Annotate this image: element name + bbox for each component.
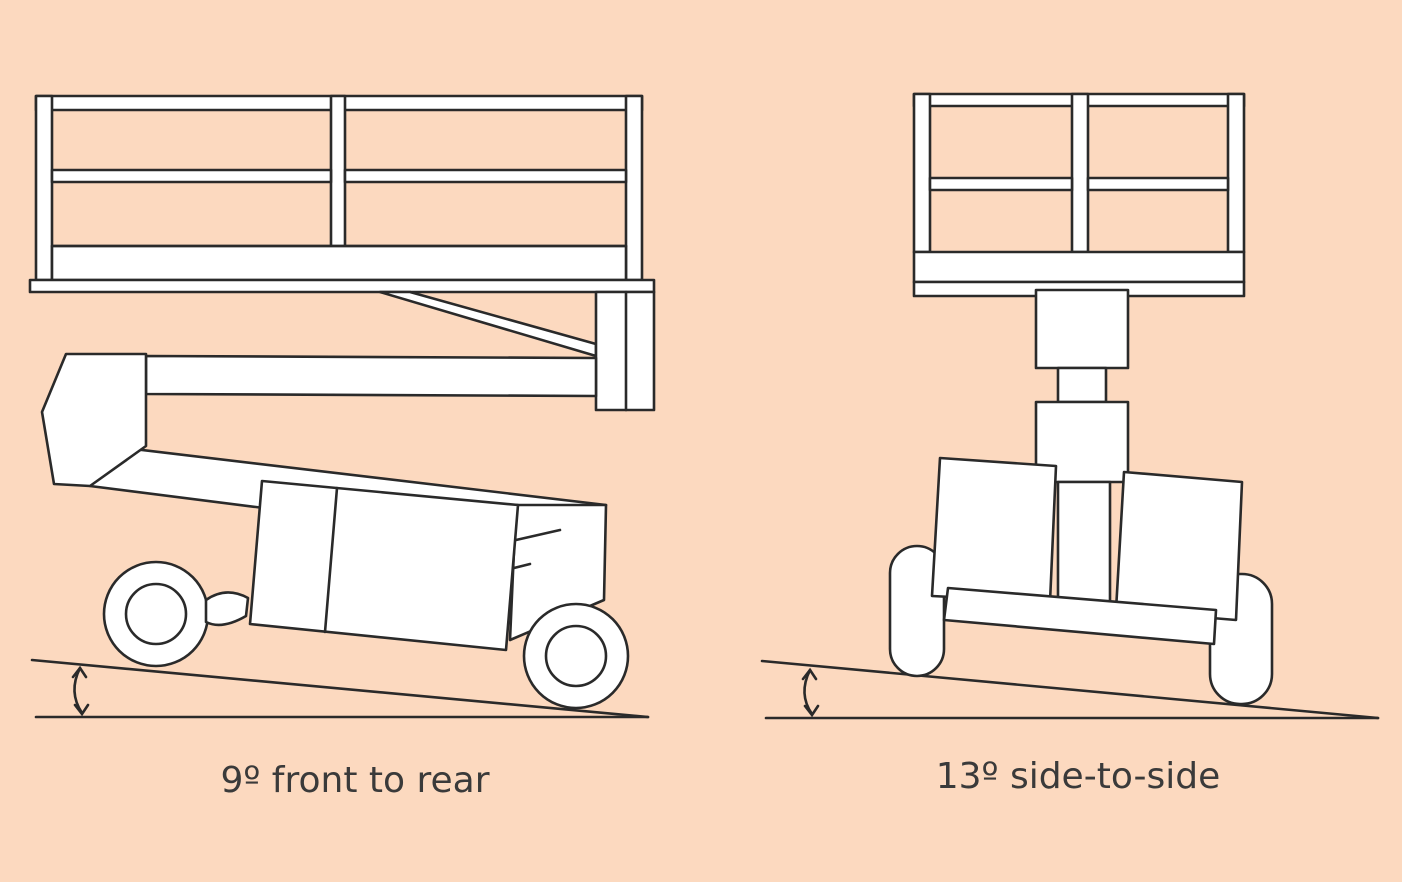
- caption-side-to-side: 13º side-to-side: [936, 756, 1221, 797]
- platform-rotator: [378, 290, 656, 412]
- slope-wedge-left: [30, 658, 650, 719]
- platform-basket-front: [912, 92, 1246, 298]
- side-view-figure: 9º front to rear: [28, 94, 656, 801]
- boom-knuckle: [40, 352, 148, 488]
- boom-column: [1034, 288, 1130, 604]
- slope-wedge-right: [760, 659, 1380, 720]
- left-chassis-block: [930, 456, 1058, 604]
- front-view-figure: 13º side-to-side: [760, 92, 1380, 797]
- right-chassis-block: [1114, 470, 1244, 622]
- front-wheel: [522, 602, 630, 710]
- caption-front-to-rear: 9º front to rear: [221, 760, 490, 801]
- rear-wheel: [102, 560, 210, 668]
- axle-beam: [942, 586, 1218, 646]
- jib-arm: [144, 354, 598, 398]
- platform-basket-side: [28, 94, 656, 294]
- chassis-body: [248, 479, 520, 652]
- axle-link: [204, 591, 250, 627]
